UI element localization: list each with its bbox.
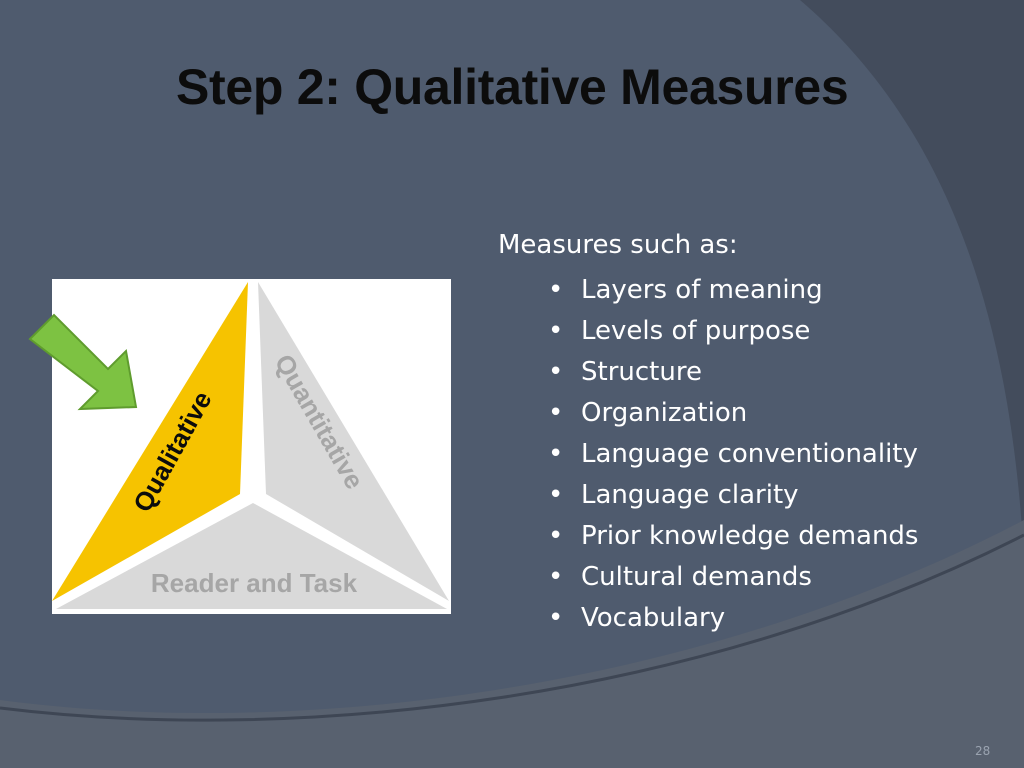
reader-task-segment xyxy=(56,503,447,609)
qualitative-segment xyxy=(52,282,248,601)
page-number: 28 xyxy=(975,744,991,758)
list-item: Levels of purpose xyxy=(548,312,918,353)
list-item: Cultural demands xyxy=(548,558,918,599)
measures-intro: Measures such as: xyxy=(498,230,738,260)
list-item: Structure xyxy=(548,353,918,394)
green-arrow-icon xyxy=(28,313,138,411)
list-item: Organization xyxy=(548,394,918,435)
slide-title: Step 2: Qualitative Measures xyxy=(176,59,849,115)
reader-task-label: Reader and Task xyxy=(151,568,358,598)
list-item: Vocabulary xyxy=(548,599,918,640)
list-item: Language conventionality xyxy=(548,435,918,476)
list-item: Layers of meaning xyxy=(548,271,918,312)
measures-triangle-figure: Qualitative Quantitative Reader and Task xyxy=(52,279,451,614)
list-item: Language clarity xyxy=(548,476,918,517)
quantitative-segment xyxy=(258,282,449,601)
list-item: Prior knowledge demands xyxy=(548,517,918,558)
measures-list: Layers of meaning Levels of purpose Stru… xyxy=(548,271,918,640)
